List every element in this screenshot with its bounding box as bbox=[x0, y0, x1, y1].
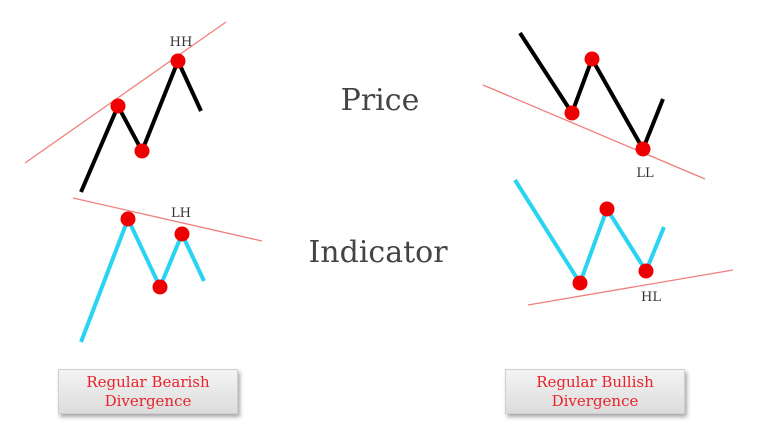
bearish-price-trendline bbox=[24, 21, 227, 164]
bearish-caption-line-1: Regular Bearish bbox=[86, 372, 210, 391]
bearish-indicator-trendline bbox=[72, 197, 263, 242]
bullish-price-point-label: LL bbox=[636, 166, 654, 181]
bullish-price-pivot-ll bbox=[635, 141, 651, 157]
bearish-indicator-panel: LH bbox=[72, 197, 263, 343]
bullish-indicator-pivot-hl bbox=[638, 263, 654, 279]
bearish-indicator-point-label: LH bbox=[171, 206, 191, 221]
price-row-label: Price bbox=[341, 83, 420, 118]
bearish-price-pivot-hh bbox=[170, 53, 186, 69]
bullish-indicator-pivot-2 bbox=[599, 201, 615, 217]
bearish-price-pivot-2 bbox=[134, 143, 150, 159]
bullish-indicator-panel: HL bbox=[513, 178, 734, 306]
bullish-price-pivot-2 bbox=[584, 51, 600, 67]
bullish-indicator-pivot-1 bbox=[572, 275, 588, 291]
bullish-price-pivot-1 bbox=[564, 105, 580, 121]
bearish-caption-line-2: Divergence bbox=[104, 391, 192, 410]
bullish-indicator-point-label: HL bbox=[641, 290, 661, 305]
bullish-indicator-trendline bbox=[527, 269, 734, 306]
bullish-caption-line-1: Regular Bullish bbox=[536, 372, 654, 391]
bearish-indicator-pivot-2 bbox=[152, 279, 168, 295]
bullish-caption-line-2: Divergence bbox=[551, 391, 639, 410]
bearish-indicator-pivot-lh bbox=[174, 226, 190, 242]
bullish-caption-box: Regular Bullish Divergence bbox=[505, 369, 685, 414]
bullish-price-trendline bbox=[482, 84, 706, 180]
bearish-price-point-label: HH bbox=[170, 35, 193, 50]
bearish-price-line bbox=[79, 55, 203, 193]
bullish-price-panel: LL bbox=[482, 31, 706, 181]
bearish-price-panel: HH bbox=[24, 21, 227, 193]
bearish-indicator-pivot-1 bbox=[120, 211, 136, 227]
indicator-row-label: Indicator bbox=[308, 235, 448, 270]
bearish-price-pivot-1 bbox=[110, 98, 126, 114]
bearish-caption-box: Regular Bearish Divergence bbox=[58, 369, 238, 414]
